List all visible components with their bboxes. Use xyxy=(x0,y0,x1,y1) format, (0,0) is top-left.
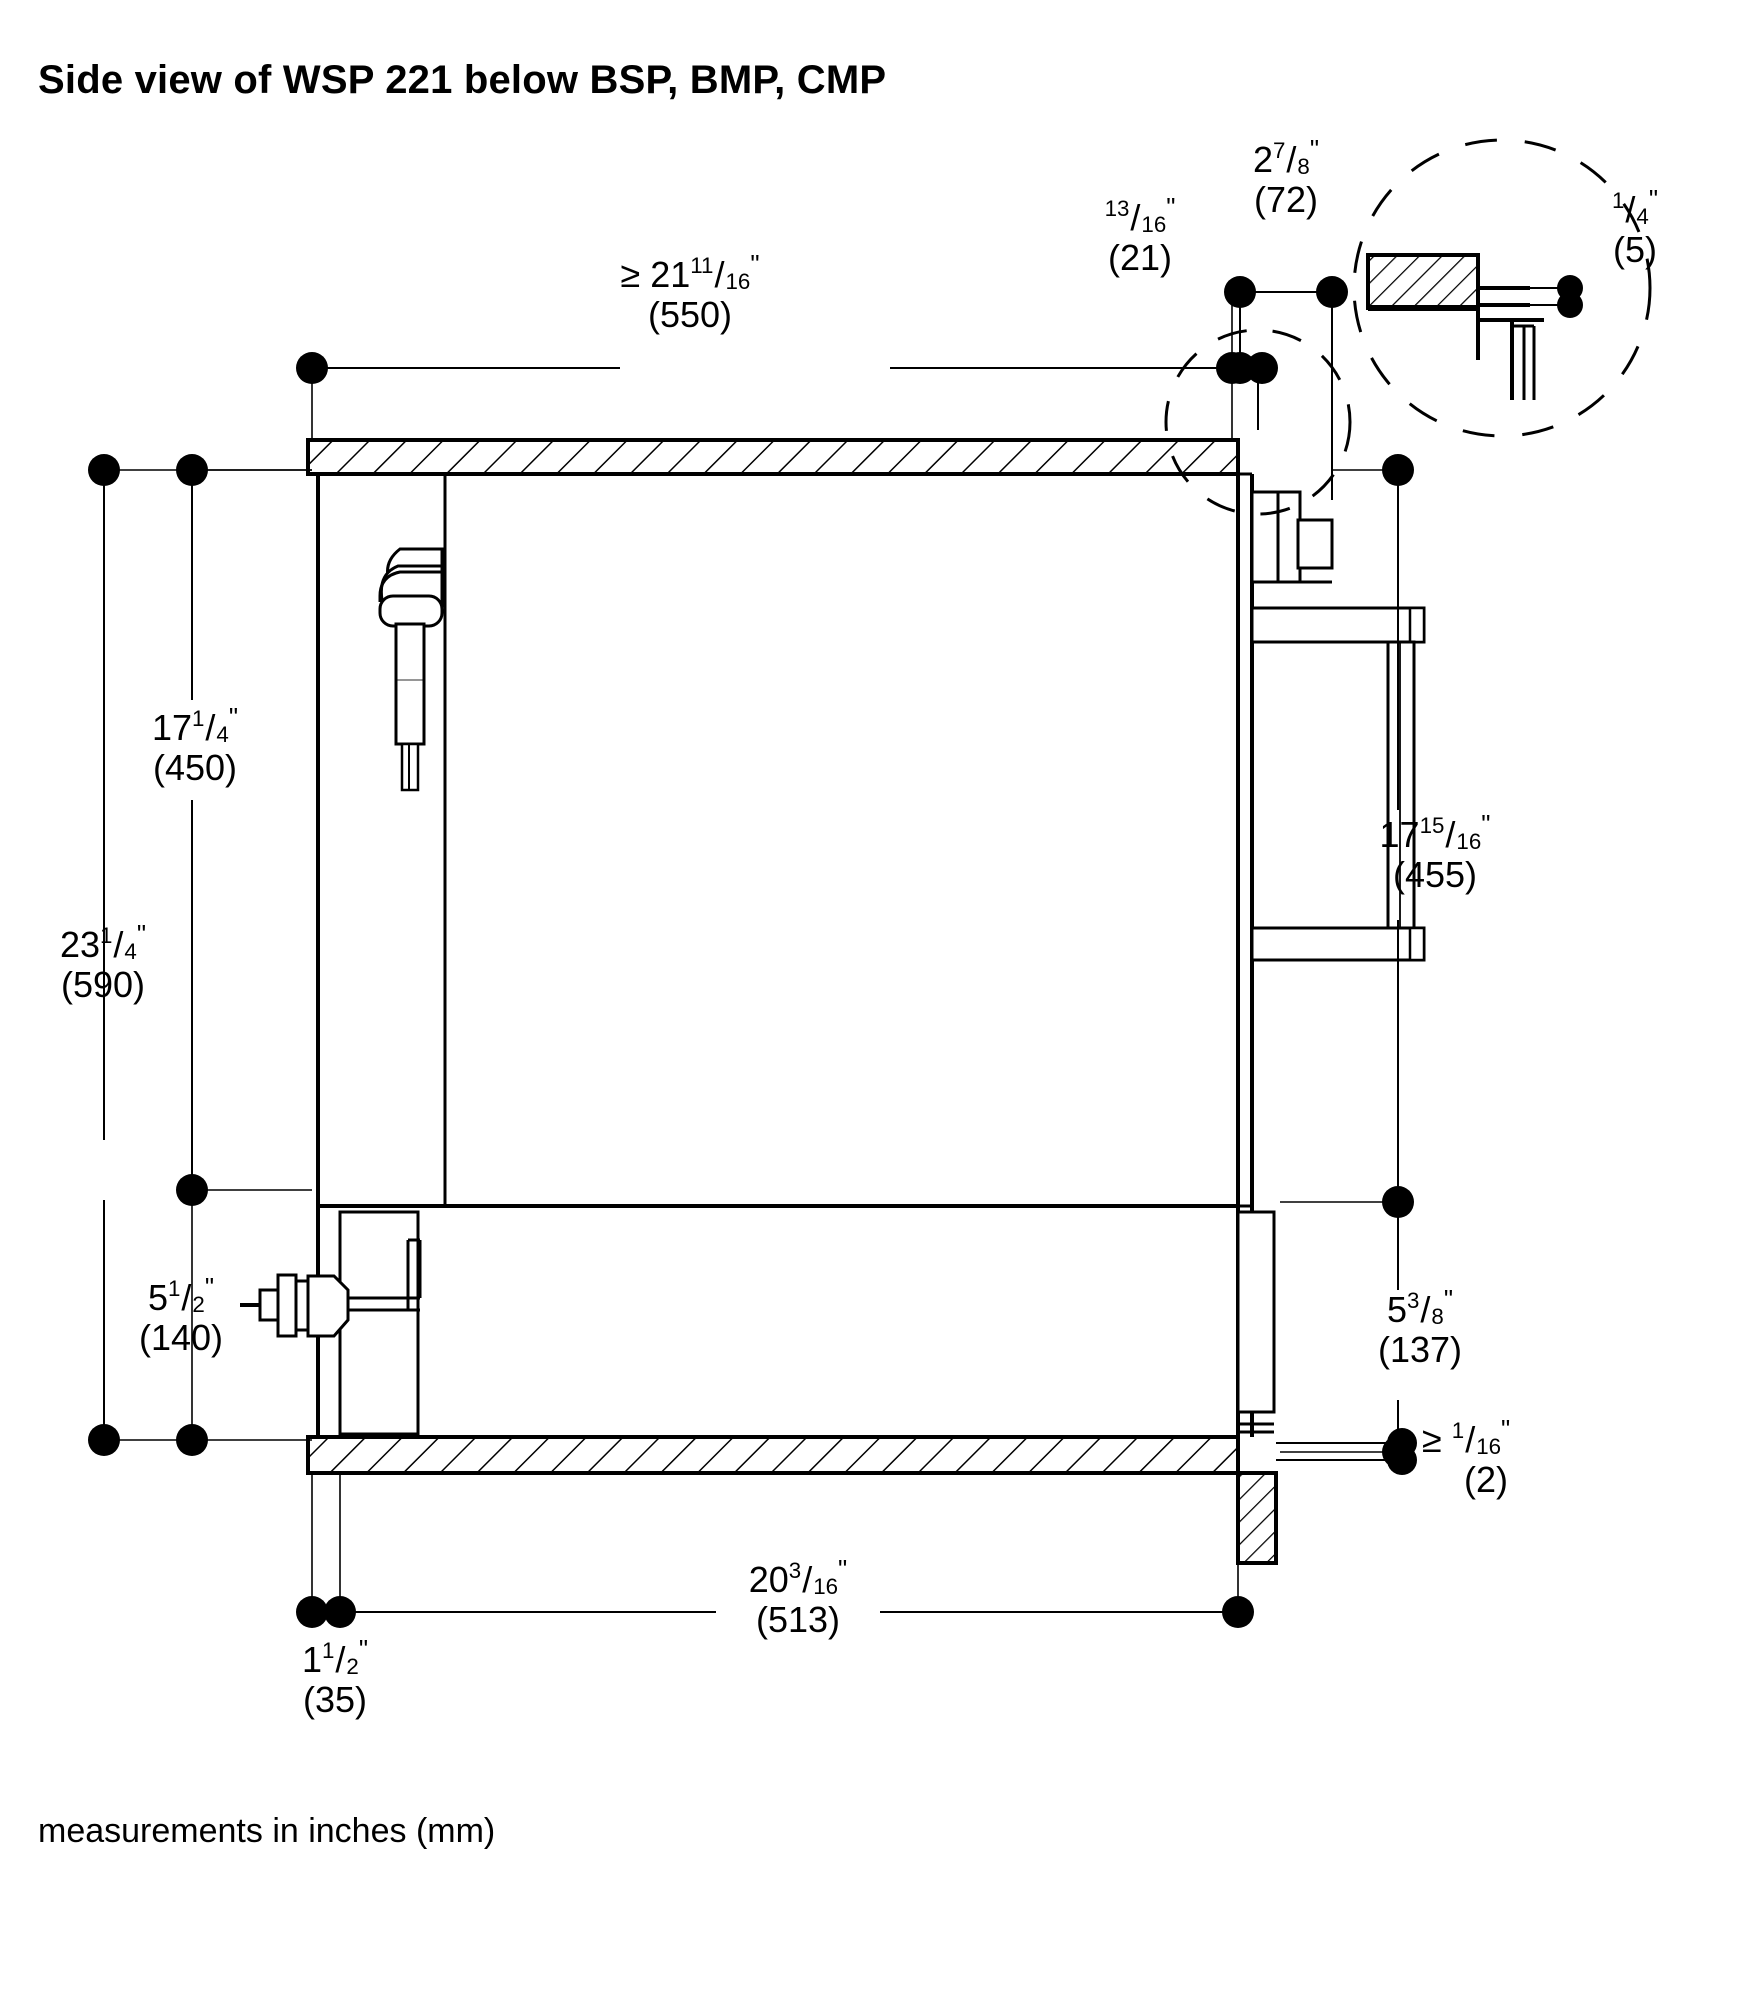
power-plug-icon xyxy=(258,1238,422,1338)
dimension-label-body-height: 171/4" (450) xyxy=(100,703,290,789)
dimension-inch-niche-depth: ≥ 2111/16" xyxy=(620,250,760,295)
dimension-mm-door-height: (455) xyxy=(1392,854,1478,896)
dimension-label-lower-front-height: 53/8" (137) xyxy=(1310,1285,1530,1371)
appliance-door-front-assembly xyxy=(1236,472,1426,1565)
dimension-label-front-projection: 27/8" (72) xyxy=(1186,135,1386,221)
dimension-label-detail-gap: 1/4" (5) xyxy=(1560,185,1710,271)
dimension-mm-plug-height: (140) xyxy=(138,1317,224,1359)
dimension-label-rear-setback: 11/2" (35) xyxy=(240,1635,430,1721)
dimension-endpoint-dots xyxy=(88,275,1583,1628)
dimension-inch-hinge-offset: 13/16" xyxy=(1104,193,1176,238)
appliance-body-outline xyxy=(316,472,1240,1437)
dimension-line-hinge-cluster xyxy=(1239,291,1333,500)
dimension-label-bottom-clearance: ≥ 1/16" (2) xyxy=(1422,1415,1722,1501)
dimension-mm-detail-gap: (5) xyxy=(1613,229,1657,271)
dimension-mm-hinge-offset: (21) xyxy=(1107,237,1173,279)
dimension-inch-lower-front-height: 53/8" xyxy=(1386,1285,1454,1330)
page-title: Side view of WSP 221 below BSP, BMP, CMP xyxy=(38,58,887,102)
detail-callout-circle-icon xyxy=(1164,328,1352,516)
dimension-inch-detail-gap: 1/4" xyxy=(1611,185,1659,230)
dimension-mm-appliance-depth: (513) xyxy=(755,1599,841,1641)
dimension-label-plug-height: 51/2" (140) xyxy=(96,1273,266,1359)
detail-callout-enlarged xyxy=(1352,138,1652,438)
dimension-inch-plug-height: 51/2" xyxy=(147,1273,215,1318)
dimension-label-door-height: 1715/16" (455) xyxy=(1320,810,1550,896)
cabinet-top-panel xyxy=(306,438,1240,476)
dimension-mm-front-projection: (72) xyxy=(1253,179,1319,221)
water-spout-icon xyxy=(378,547,444,792)
dimension-inch-bottom-clearance: ≥ 1/16" xyxy=(1422,1415,1511,1460)
dimension-inch-body-height: 171/4" xyxy=(151,703,239,748)
dimension-mm-body-height: (450) xyxy=(152,747,238,789)
dimension-mm-rear-setback: (35) xyxy=(302,1679,368,1721)
units-note: measurements in inches (mm) xyxy=(38,1812,496,1850)
dimension-line-door-height xyxy=(1280,469,1404,1203)
dimension-line-bottom-clearance xyxy=(1276,1442,1402,1461)
dimension-label-hinge-offset: 13/16" (21) xyxy=(1040,193,1240,279)
cabinet-bottom-panel xyxy=(306,1435,1240,1475)
dimension-inch-front-projection: 27/8" xyxy=(1252,135,1320,180)
dimension-inch-rear-setback: 11/2" xyxy=(301,1635,369,1680)
dimension-inch-door-height: 1715/16" xyxy=(1379,810,1491,855)
dimension-inch-niche-height: 231/4" xyxy=(59,920,147,965)
dimension-mm-lower-front-height: (137) xyxy=(1377,1329,1463,1371)
dimension-line-plug-height xyxy=(191,1190,260,1440)
dimension-label-niche-depth: ≥ 2111/16" (550) xyxy=(540,250,840,336)
dimension-line-body-height xyxy=(191,469,312,1191)
dimension-label-niche-height: 231/4" (590) xyxy=(8,920,198,1006)
dimension-label-appliance-depth: 203/16" (513) xyxy=(678,1555,918,1641)
dimension-mm-niche-height: (590) xyxy=(60,964,146,1006)
dimension-inch-appliance-depth: 203/16" xyxy=(748,1555,848,1600)
dimension-mm-niche-depth: (550) xyxy=(647,294,733,336)
dimension-mm-bottom-clearance: (2) xyxy=(1464,1459,1508,1501)
